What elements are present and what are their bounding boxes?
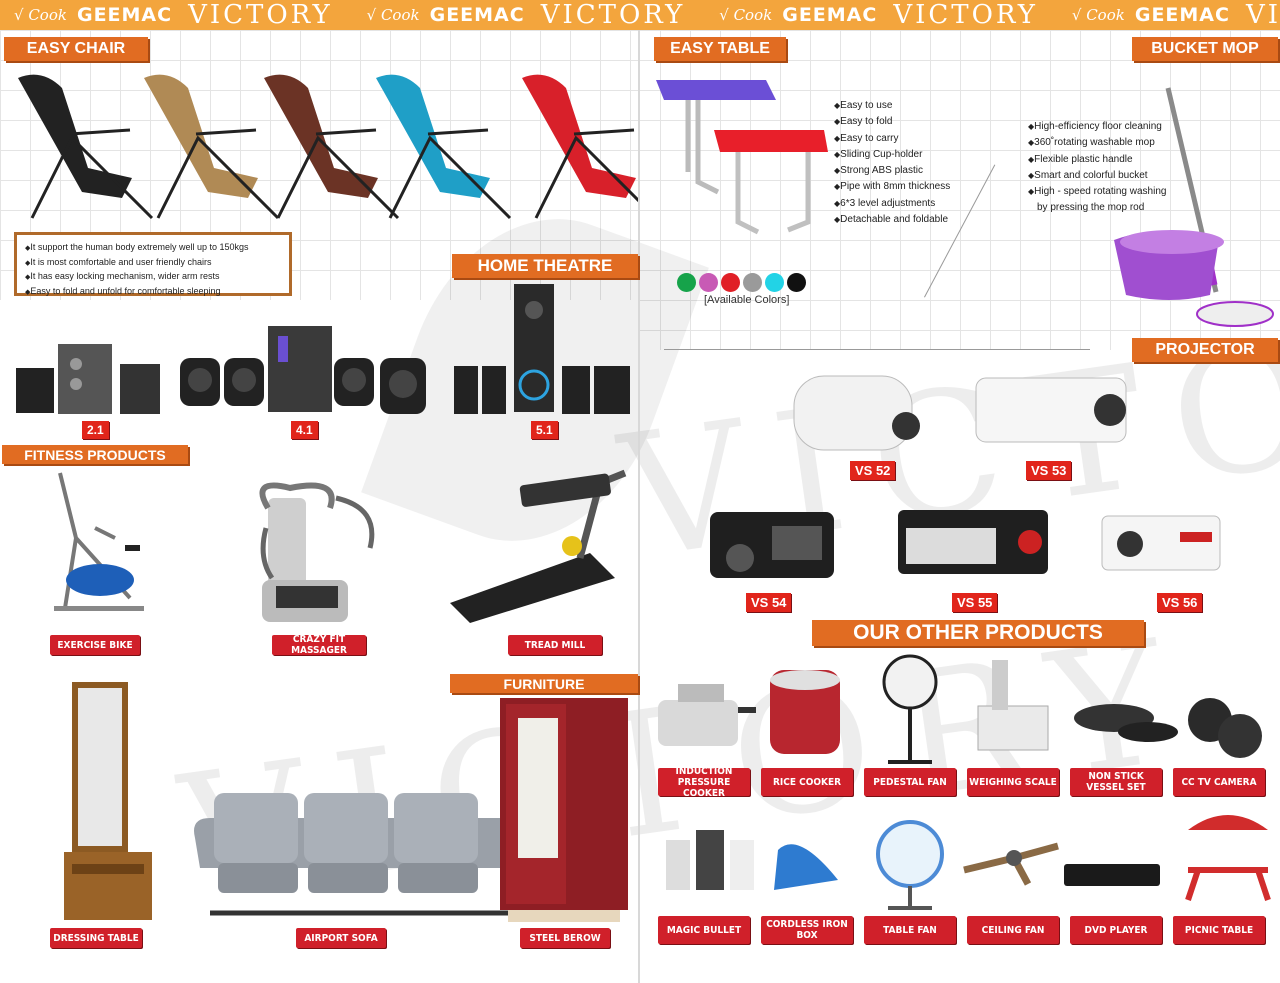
cook-logo: √ Cook — [719, 6, 773, 24]
easy-chair-item — [522, 74, 638, 219]
easy-chair-features-box: It support the human body extremely well… — [14, 232, 292, 296]
other-product-label: PICNIC TABLE — [1173, 916, 1265, 944]
easy-chair-feature-item: It has easy locking mechanism, wider arm… — [25, 270, 281, 285]
victory-logo: VICTORY — [188, 0, 333, 30]
other-product-label: NON STICK VESSEL SET — [1070, 768, 1162, 796]
victory-logo: VICTORY — [540, 0, 686, 30]
furniture-images — [64, 682, 628, 922]
projector-vs55-label: VS 55 — [952, 593, 998, 612]
page-fold — [638, 30, 640, 983]
easy-table-title: EASY TABLE — [654, 37, 786, 61]
easy-chair-item — [376, 74, 512, 220]
projector-images — [710, 375, 1221, 578]
cook-logo: √ Cook — [366, 6, 420, 24]
color-swatch — [787, 273, 806, 292]
geemac-logo: GEEMAC — [1134, 4, 1230, 26]
other-product-label: MAGIC BULLET — [658, 916, 750, 944]
other-product-label: CC TV CAMERA — [1173, 768, 1265, 796]
easy-table-feature: 6*3 level adjustments — [834, 196, 950, 212]
easy-chair-title: EASY CHAIR — [4, 37, 148, 61]
projector-vs56-label: VS 56 — [1157, 593, 1203, 612]
easy-table-feature: Pipe with 8mm thickness — [834, 179, 950, 195]
color-swatch — [699, 273, 718, 292]
color-swatch — [743, 273, 762, 292]
easy-chair-item — [18, 74, 154, 220]
tread-mill-label: TREAD MILL — [508, 635, 602, 655]
bucket-mop-feature: 360˚rotating washable mop — [1028, 135, 1166, 151]
other-products-title: OUR OTHER PRODUCTS — [812, 620, 1144, 646]
easy-chair-item — [264, 74, 400, 220]
ht-label-2-1: 2.1 — [82, 421, 109, 439]
projector-title: PROJECTOR — [1132, 338, 1278, 362]
easy-table-feature: Easy to fold — [834, 114, 950, 130]
easy-chair-features: It support the human body extremely well… — [25, 241, 281, 299]
other-product-label: CEILING FAN — [967, 916, 1059, 944]
fitness-title: FITNESS PRODUCTS — [2, 445, 188, 464]
other-product-label: WEIGHING SCALE — [967, 768, 1059, 796]
cook-logo: √ Cook — [1071, 6, 1125, 24]
airport-sofa-label: AIRPORT SOFA — [296, 928, 386, 948]
easy-table-feature: Strong ABS plastic — [834, 163, 950, 179]
home-theatre-title: HOME THEATRE — [452, 254, 638, 278]
available-colors-caption: [Available Colors] — [704, 294, 790, 306]
easy-chair-images — [18, 74, 638, 220]
easy-table-feature: Detachable and foldable — [834, 212, 950, 228]
geemac-logo: GEEMAC — [76, 4, 173, 26]
ht-label-5-1: 5.1 — [531, 421, 558, 439]
ht-label-4-1: 4.1 — [291, 421, 318, 439]
easy-table-image — [656, 80, 828, 235]
easy-table-feature: Easy to use — [834, 98, 950, 114]
projector-vs53-label: VS 53 — [1026, 461, 1072, 480]
projector-vs52-label: VS 52 — [850, 461, 896, 480]
color-swatch — [721, 273, 740, 292]
bucket-mop-feature: Flexible plastic handle — [1028, 152, 1166, 168]
other-product-label: RICE COOKER — [761, 768, 853, 796]
easy-chair-feature-item: It support the human body extremely well… — [25, 241, 281, 256]
easy-chair-feature-text: It has easy locking mechanism, wider arm… — [25, 271, 219, 281]
other-product-label: INDUCTION PRESSURE COOKER — [658, 766, 750, 799]
bucket-mop-feature: Smart and colorful bucket — [1028, 168, 1166, 184]
exercise-bike-label: EXERCISE BIKE — [50, 635, 140, 655]
victory-logo: VICTORY — [893, 0, 1038, 30]
geemac-logo: GEEMAC — [782, 4, 878, 26]
color-swatch — [677, 273, 696, 292]
color-swatch — [765, 273, 784, 292]
bucket-mop-feature: by pressing the mop rod — [1037, 202, 1145, 214]
easy-chair-feature-text: It is most comfortable and user friendly… — [25, 257, 211, 267]
furniture-title: FURNITURE — [450, 674, 638, 693]
home-theatre-images — [16, 284, 630, 414]
dressing-table-label: DRESSING TABLE — [50, 928, 142, 948]
easy-chair-feature-item: Easy to fold and unfold for comfortable … — [25, 285, 281, 300]
easy-chair-item — [144, 74, 280, 220]
other-product-label: PEDESTAL FAN — [864, 768, 956, 796]
other-product-label: TABLE FAN — [864, 916, 956, 944]
easy-table-features: Easy to useEasy to foldEasy to carrySlid… — [834, 98, 950, 228]
other-products-row2-images — [666, 815, 1271, 910]
geemac-logo: GEEMAC — [429, 4, 525, 26]
cook-logo: √ Cook — [14, 6, 67, 24]
easy-chair-feature-text: It support the human body extremely well… — [25, 242, 249, 252]
other-products-row1-images — [658, 654, 1262, 764]
bucket-mop-feature: High - speed rotating washing — [1028, 184, 1166, 200]
bucket-mop-feature: High-efficiency floor cleaning — [1028, 119, 1166, 135]
easy-chair-feature-item: It is most comfortable and user friendly… — [25, 256, 281, 271]
bucket-mop-title: BUCKET MOP — [1132, 37, 1278, 61]
crazy-fit-massager-label: CRAZY FIT MASSAGER — [272, 634, 366, 656]
other-product-label: DVD PLAYER — [1070, 916, 1162, 944]
bucket-mop-features: High-efficiency floor cleaning360˚rotati… — [1028, 119, 1166, 217]
easy-table-feature: Sliding Cup-holder — [834, 147, 950, 163]
easy-chair-feature-text: Easy to fold and unfold for comfortable … — [25, 286, 221, 296]
projector-vs54-label: VS 54 — [746, 593, 792, 612]
section-divider — [664, 349, 1090, 350]
easy-table-feature: Easy to carry — [834, 131, 950, 147]
other-product-label: CORDLESS IRON BOX — [761, 916, 853, 944]
fitness-images — [54, 469, 627, 623]
bucket-mop-image — [1114, 87, 1274, 327]
steel-berow-label: STEEL BEROW — [520, 928, 610, 948]
victory-logo: VICTO — [1245, 0, 1280, 30]
